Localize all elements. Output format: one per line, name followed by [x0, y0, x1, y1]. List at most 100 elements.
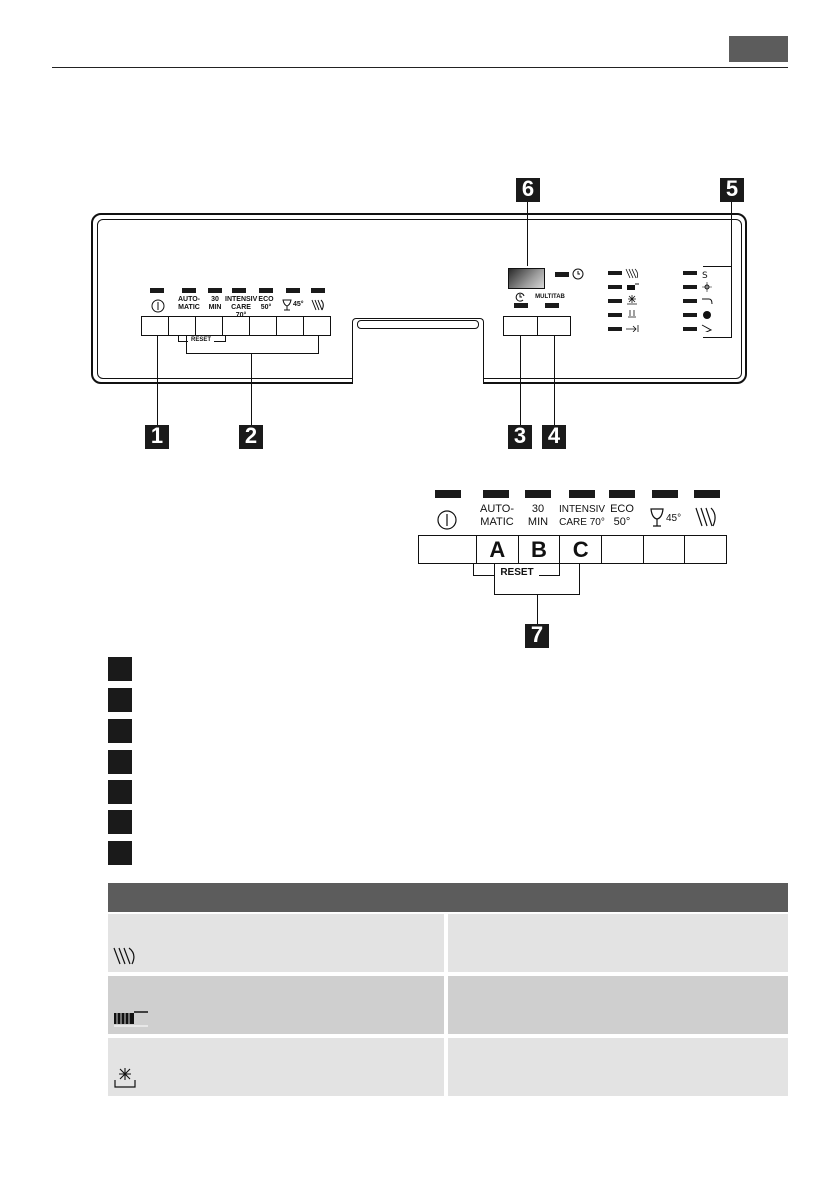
callout-1-leader — [157, 336, 158, 425]
glass-icon — [282, 299, 292, 311]
svg-text:S: S — [702, 271, 708, 281]
table-row-3 — [108, 1038, 788, 1096]
30min-button[interactable] — [196, 317, 223, 335]
zoom-led-intensiv — [569, 490, 595, 498]
callout-5: 5 — [720, 178, 744, 202]
zoom-power-icon — [435, 508, 459, 532]
multitab-button[interactable] — [538, 317, 571, 335]
callout-1: 1 — [145, 425, 169, 449]
led-multitab — [545, 303, 559, 308]
rinse-spray-icon — [112, 946, 138, 966]
glass-button[interactable] — [277, 317, 304, 335]
label-glass: 45° — [282, 298, 312, 312]
header-tab — [729, 36, 788, 62]
zoom-led-automatic — [483, 490, 509, 498]
table-cell-desc — [448, 1038, 788, 1096]
callout-4-text: 4 — [547, 423, 561, 448]
power-icon — [150, 298, 166, 314]
callout-2: 2 — [239, 425, 263, 449]
zoom-button-b[interactable]: B — [519, 536, 561, 563]
intensiv-button[interactable] — [223, 317, 250, 335]
led-rinse — [311, 288, 325, 293]
handle-recess — [352, 318, 484, 384]
callout-5-text: 5 — [725, 176, 739, 201]
reset-label: RESET — [188, 337, 214, 343]
delay-start-button[interactable] — [504, 317, 538, 335]
header-rule — [52, 67, 788, 68]
callout-7-bracket — [494, 564, 580, 595]
callout-7-leader — [537, 595, 538, 624]
callout-7: 7 — [525, 624, 549, 648]
callout-3-leader — [520, 336, 521, 425]
rinse-spray-icon — [310, 298, 326, 312]
legend-square-4 — [108, 750, 132, 774]
time-display — [508, 268, 545, 289]
led-glass — [286, 288, 300, 293]
table-cell-icon — [108, 976, 444, 1034]
callout-6-text: 6 — [521, 176, 535, 201]
glass-temp: 45° — [293, 301, 304, 308]
legend-square-2 — [108, 688, 132, 712]
door-handle[interactable] — [357, 320, 479, 329]
led-intensiv — [232, 288, 246, 293]
zoom-key-b: B — [531, 536, 547, 562]
legend-square-1 — [108, 657, 132, 681]
zoom-glass-temp: 45° — [666, 512, 682, 524]
legend-square-3 — [108, 719, 132, 743]
led-30min — [208, 288, 222, 293]
table-cell-icon — [108, 1038, 444, 1096]
legend-square-7 — [108, 841, 132, 865]
zoom-rinse-button[interactable] — [685, 536, 726, 563]
power-button[interactable] — [142, 317, 169, 335]
led-eco — [259, 288, 273, 293]
callout-6-leader — [527, 202, 528, 266]
led-clock — [555, 272, 569, 277]
callout-4-leader — [554, 336, 555, 425]
legend-square-5 — [108, 780, 132, 804]
phase-indicators — [608, 268, 644, 332]
callout-1-text: 1 — [150, 423, 164, 448]
table-cell-icon — [108, 914, 444, 972]
zoom-button-c[interactable]: C — [560, 536, 602, 563]
rinse-button[interactable] — [304, 317, 330, 335]
callout-3: 3 — [508, 425, 532, 449]
zoom-button-row: A B C — [418, 535, 727, 564]
clock-icon — [572, 268, 584, 280]
callout-2-text: 2 — [244, 423, 258, 448]
zoom-led-eco — [609, 490, 635, 498]
brush-icon — [112, 1008, 150, 1028]
zoom-led-30min — [525, 490, 551, 498]
led-automatic — [182, 288, 196, 293]
zoom-glass-icon — [650, 508, 664, 527]
zoom-rinse-spray-icon — [694, 506, 718, 528]
callout-2-bracket — [186, 336, 319, 354]
table-header — [108, 883, 788, 912]
program-button-row — [141, 316, 331, 336]
callout-5-bracket — [703, 266, 732, 338]
callout-4: 4 — [542, 425, 566, 449]
zoom-key-a: A — [489, 536, 506, 562]
eco-button[interactable] — [250, 317, 277, 335]
table-row-1 — [108, 914, 788, 972]
legend-square-6 — [108, 810, 132, 834]
table-cell-desc — [448, 914, 788, 972]
led-power — [150, 288, 164, 293]
automatic-button[interactable] — [169, 317, 196, 335]
zoom-button-a[interactable]: A — [477, 536, 519, 563]
zoom-eco-button[interactable] — [602, 536, 644, 563]
right-button-row — [503, 316, 571, 336]
zoom-glass-button[interactable] — [644, 536, 686, 563]
callout-6: 6 — [516, 178, 540, 202]
zoom-label-glass: 45° — [650, 506, 690, 530]
zoom-led-power — [435, 490, 461, 498]
zoom-power-button[interactable] — [419, 536, 477, 563]
label-automatic: AUTO-MATIC — [177, 296, 201, 311]
callout-7-text: 7 — [530, 622, 544, 647]
led-delay — [514, 303, 528, 308]
